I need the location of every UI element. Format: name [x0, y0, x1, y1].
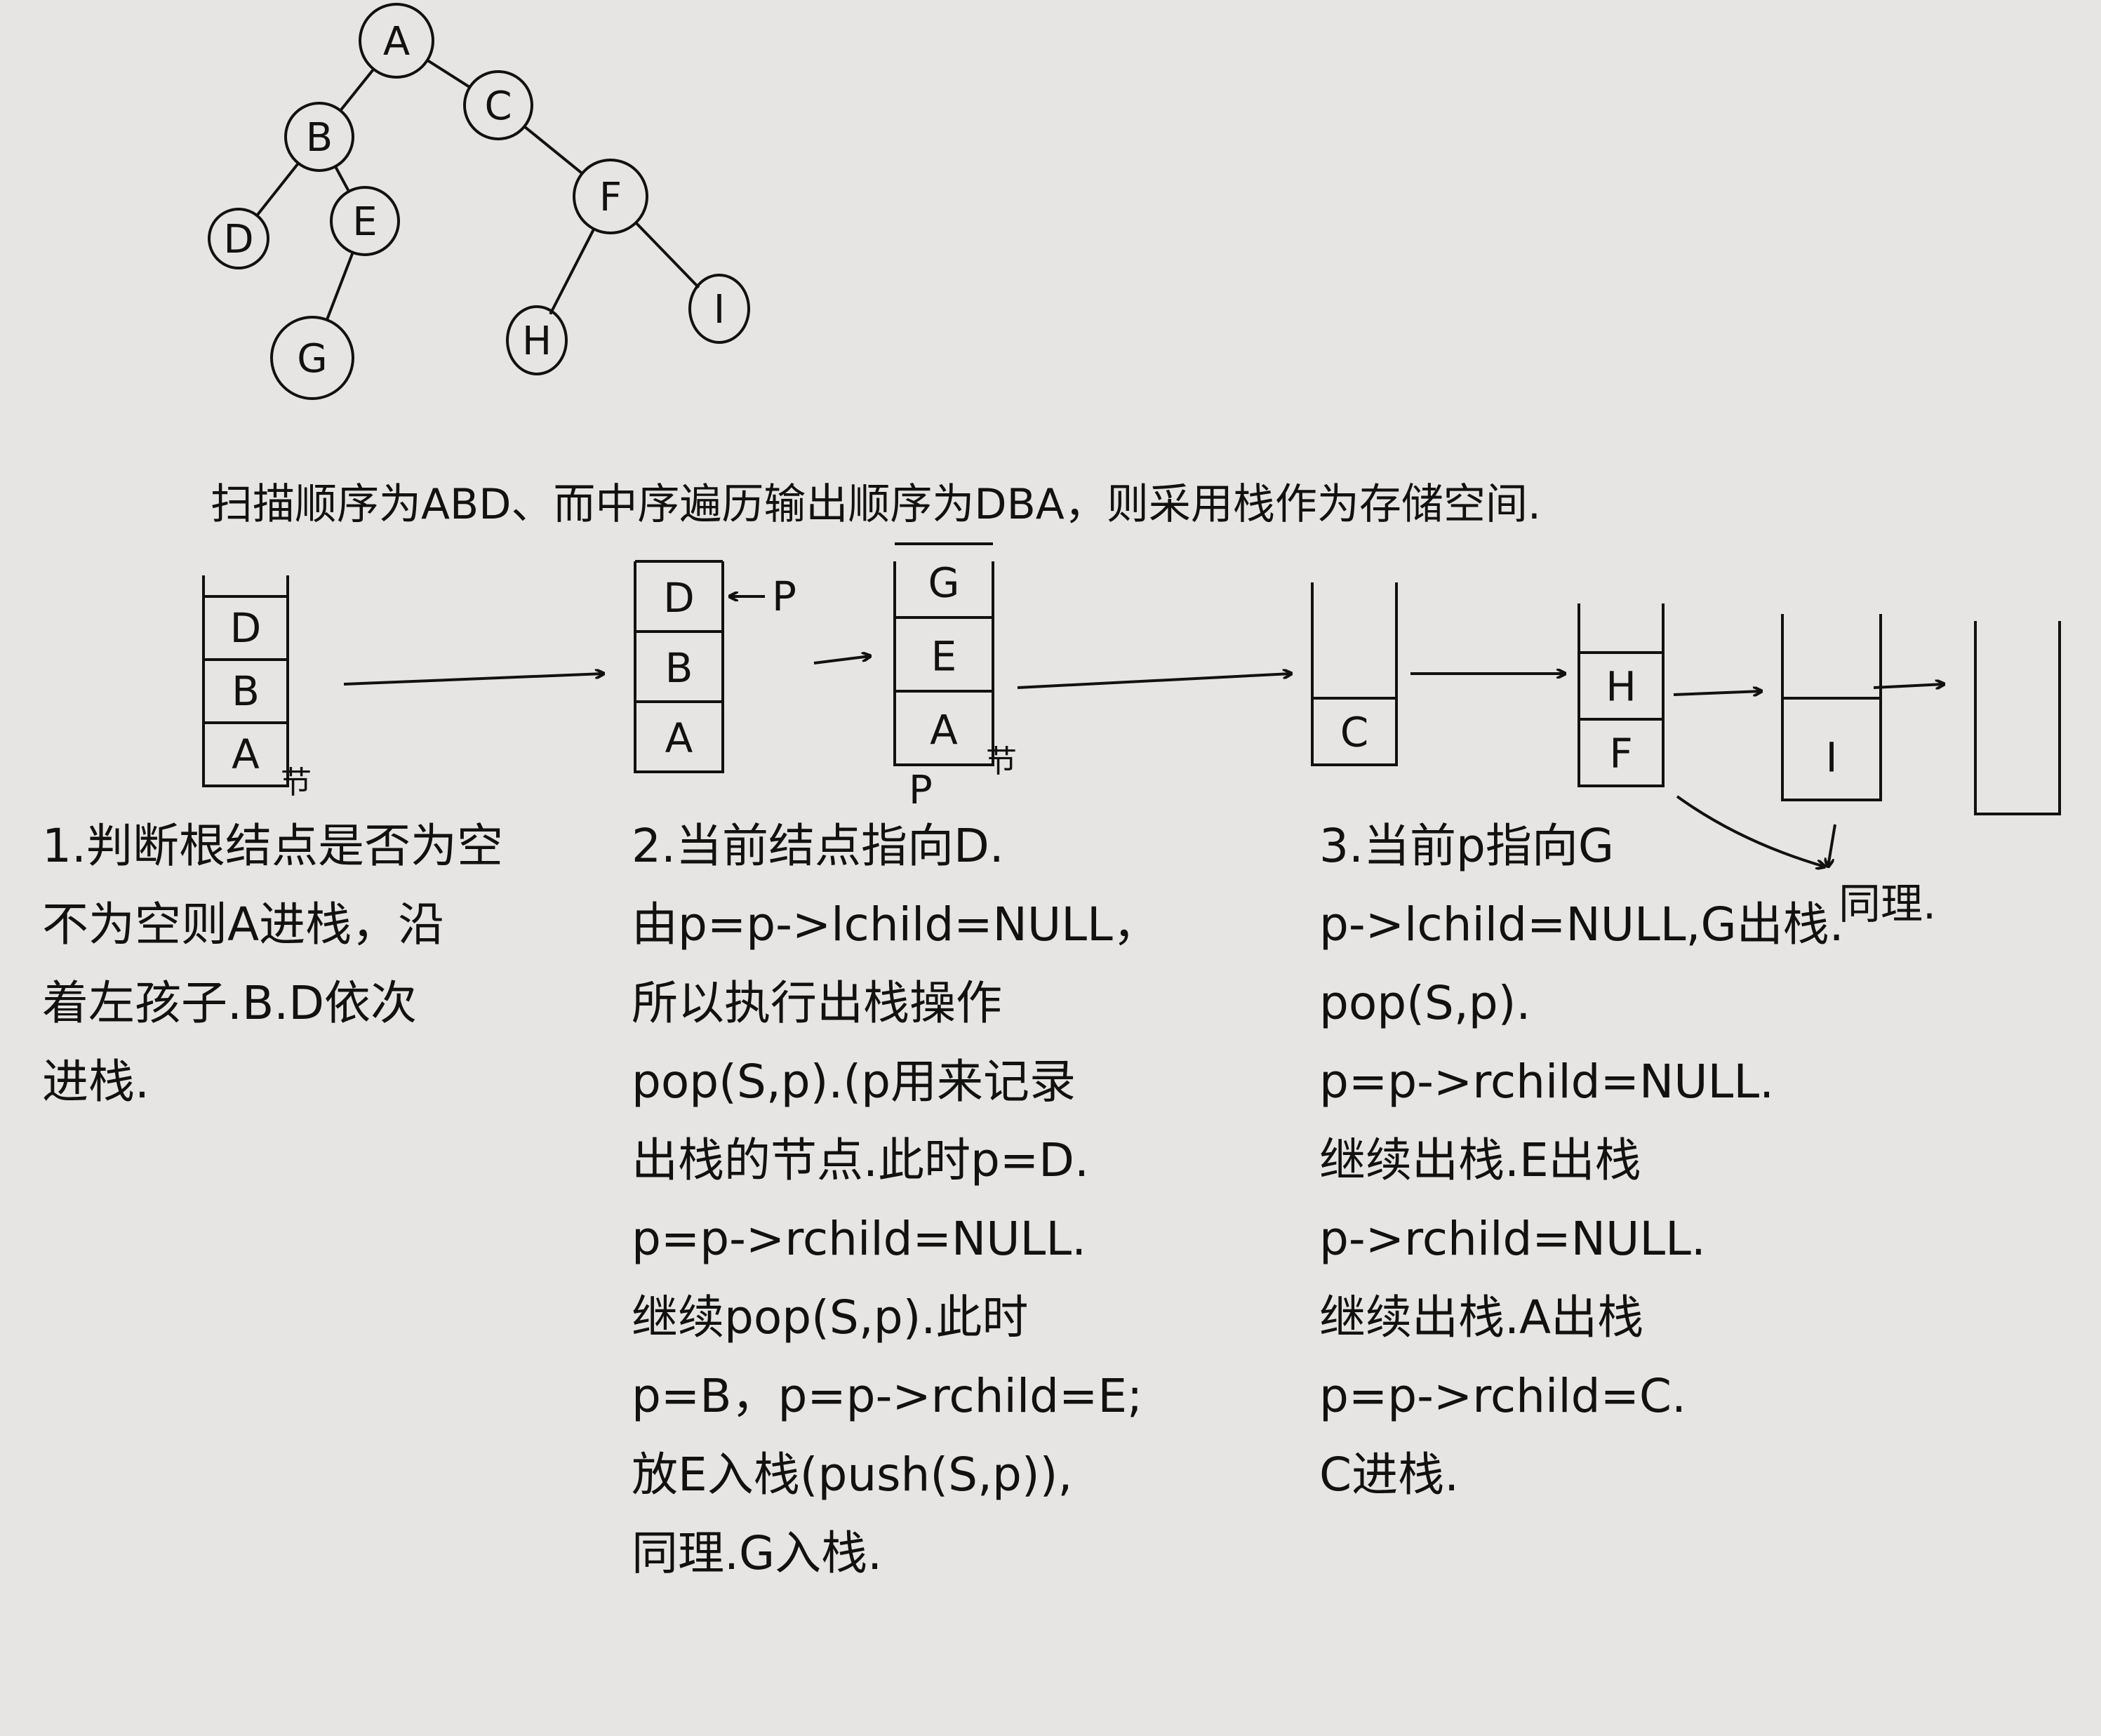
stack-2-item-D: D: [663, 574, 695, 622]
stack-7: [1974, 621, 2061, 815]
stack-2: ABD P: [634, 560, 796, 773]
step-2-note: 2.当前结点指向D. 由p=p->lchild=NULL， 所以执行出栈操作 p…: [632, 819, 1159, 1580]
transition-arrow-6: [1873, 684, 1944, 688]
same-process-arrow-1: [1676, 795, 1825, 867]
transition-arrow-5: [1673, 691, 1761, 695]
tree-edge-A-C: [426, 59, 471, 88]
tree-node-H: H: [506, 305, 568, 375]
tree-node-label-F: F: [599, 175, 622, 220]
stack-6: I: [1781, 614, 1882, 801]
caption: 扫描顺序为ABD、而中序遍历输出顺序为DBA，则采用栈作为存储空间.: [211, 480, 1541, 529]
tree-node-D: D: [208, 208, 269, 269]
stack-4-item-C: C: [1340, 708, 1369, 756]
transition-arrow-1: [343, 674, 603, 686]
tree-edge-F-H: [549, 228, 596, 315]
tree-node-label-A: A: [383, 19, 410, 65]
tree-node-label-G: G: [297, 336, 327, 382]
tree-node-label-B: B: [306, 115, 333, 161]
tree-edge-F-I: [634, 221, 700, 289]
tree-node-E: E: [330, 186, 400, 256]
stack-1-item-D: D: [230, 604, 262, 652]
tree-node-label-D: D: [223, 217, 253, 262]
stack-3: AEG 节 P: [893, 542, 1017, 813]
transition-arrow-3: [1017, 674, 1291, 689]
tree-edge-B-D: [255, 162, 300, 217]
stack-5-item-F: F: [1609, 729, 1632, 777]
stack-3-item-A: A: [930, 707, 958, 754]
stack-2-item-A: A: [665, 714, 693, 762]
binary-tree: A C B D E F G H I: [208, 3, 750, 400]
tree-edges: [255, 59, 700, 321]
stack-2-item-B: B: [665, 644, 693, 692]
stack-1-item-B: B: [232, 667, 260, 715]
stack-mark: 节: [281, 765, 312, 801]
stack-6-item-I: I: [1825, 733, 1837, 781]
tree-edge-B-E: [334, 166, 350, 192]
tree-node-label-C: C: [484, 84, 512, 129]
same-process-arrow-2: [1828, 824, 1836, 867]
side-note: 同理.: [1839, 880, 1937, 929]
tree-node-B: B: [284, 102, 354, 172]
transition-arrow-2: [813, 656, 870, 665]
tree-edge-A-B: [339, 68, 375, 112]
stack-3-item-G: G: [928, 559, 960, 607]
tree-node-G: G: [270, 316, 354, 400]
stack-4: C: [1311, 582, 1398, 766]
tree-node-C: C: [463, 70, 533, 140]
stack-1-item-A: A: [232, 730, 260, 778]
stack-below-label: P: [909, 768, 933, 813]
transition-arrows: [343, 656, 1944, 867]
tree-node-A: A: [359, 3, 434, 79]
tree-node-label-I: I: [714, 287, 726, 333]
tree-edge-C-F: [523, 125, 583, 175]
tree-node-label-H: H: [522, 319, 552, 364]
stack-5-item-H: H: [1606, 662, 1636, 710]
tree-node-I: I: [688, 274, 750, 344]
stack-pointer-label: P: [772, 573, 796, 620]
stack-3-item-E: E: [931, 633, 957, 681]
step-3-note: 3.当前p指向G p->lchild=NULL,G出栈. pop(S,p). p…: [1319, 819, 1844, 1502]
tree-edge-E-G: [325, 252, 354, 321]
tree-node-label-E: E: [352, 199, 377, 245]
stack-1: ABD 节: [202, 575, 312, 801]
stack-mark: 节: [986, 744, 1017, 780]
stack-5: FH: [1578, 603, 1665, 787]
tree-node-F: F: [573, 159, 648, 234]
step-1-note: 1.判断根结点是否为空 不为空则A进栈，沿 着左孩子.B.D依次 进栈.: [42, 819, 503, 1109]
